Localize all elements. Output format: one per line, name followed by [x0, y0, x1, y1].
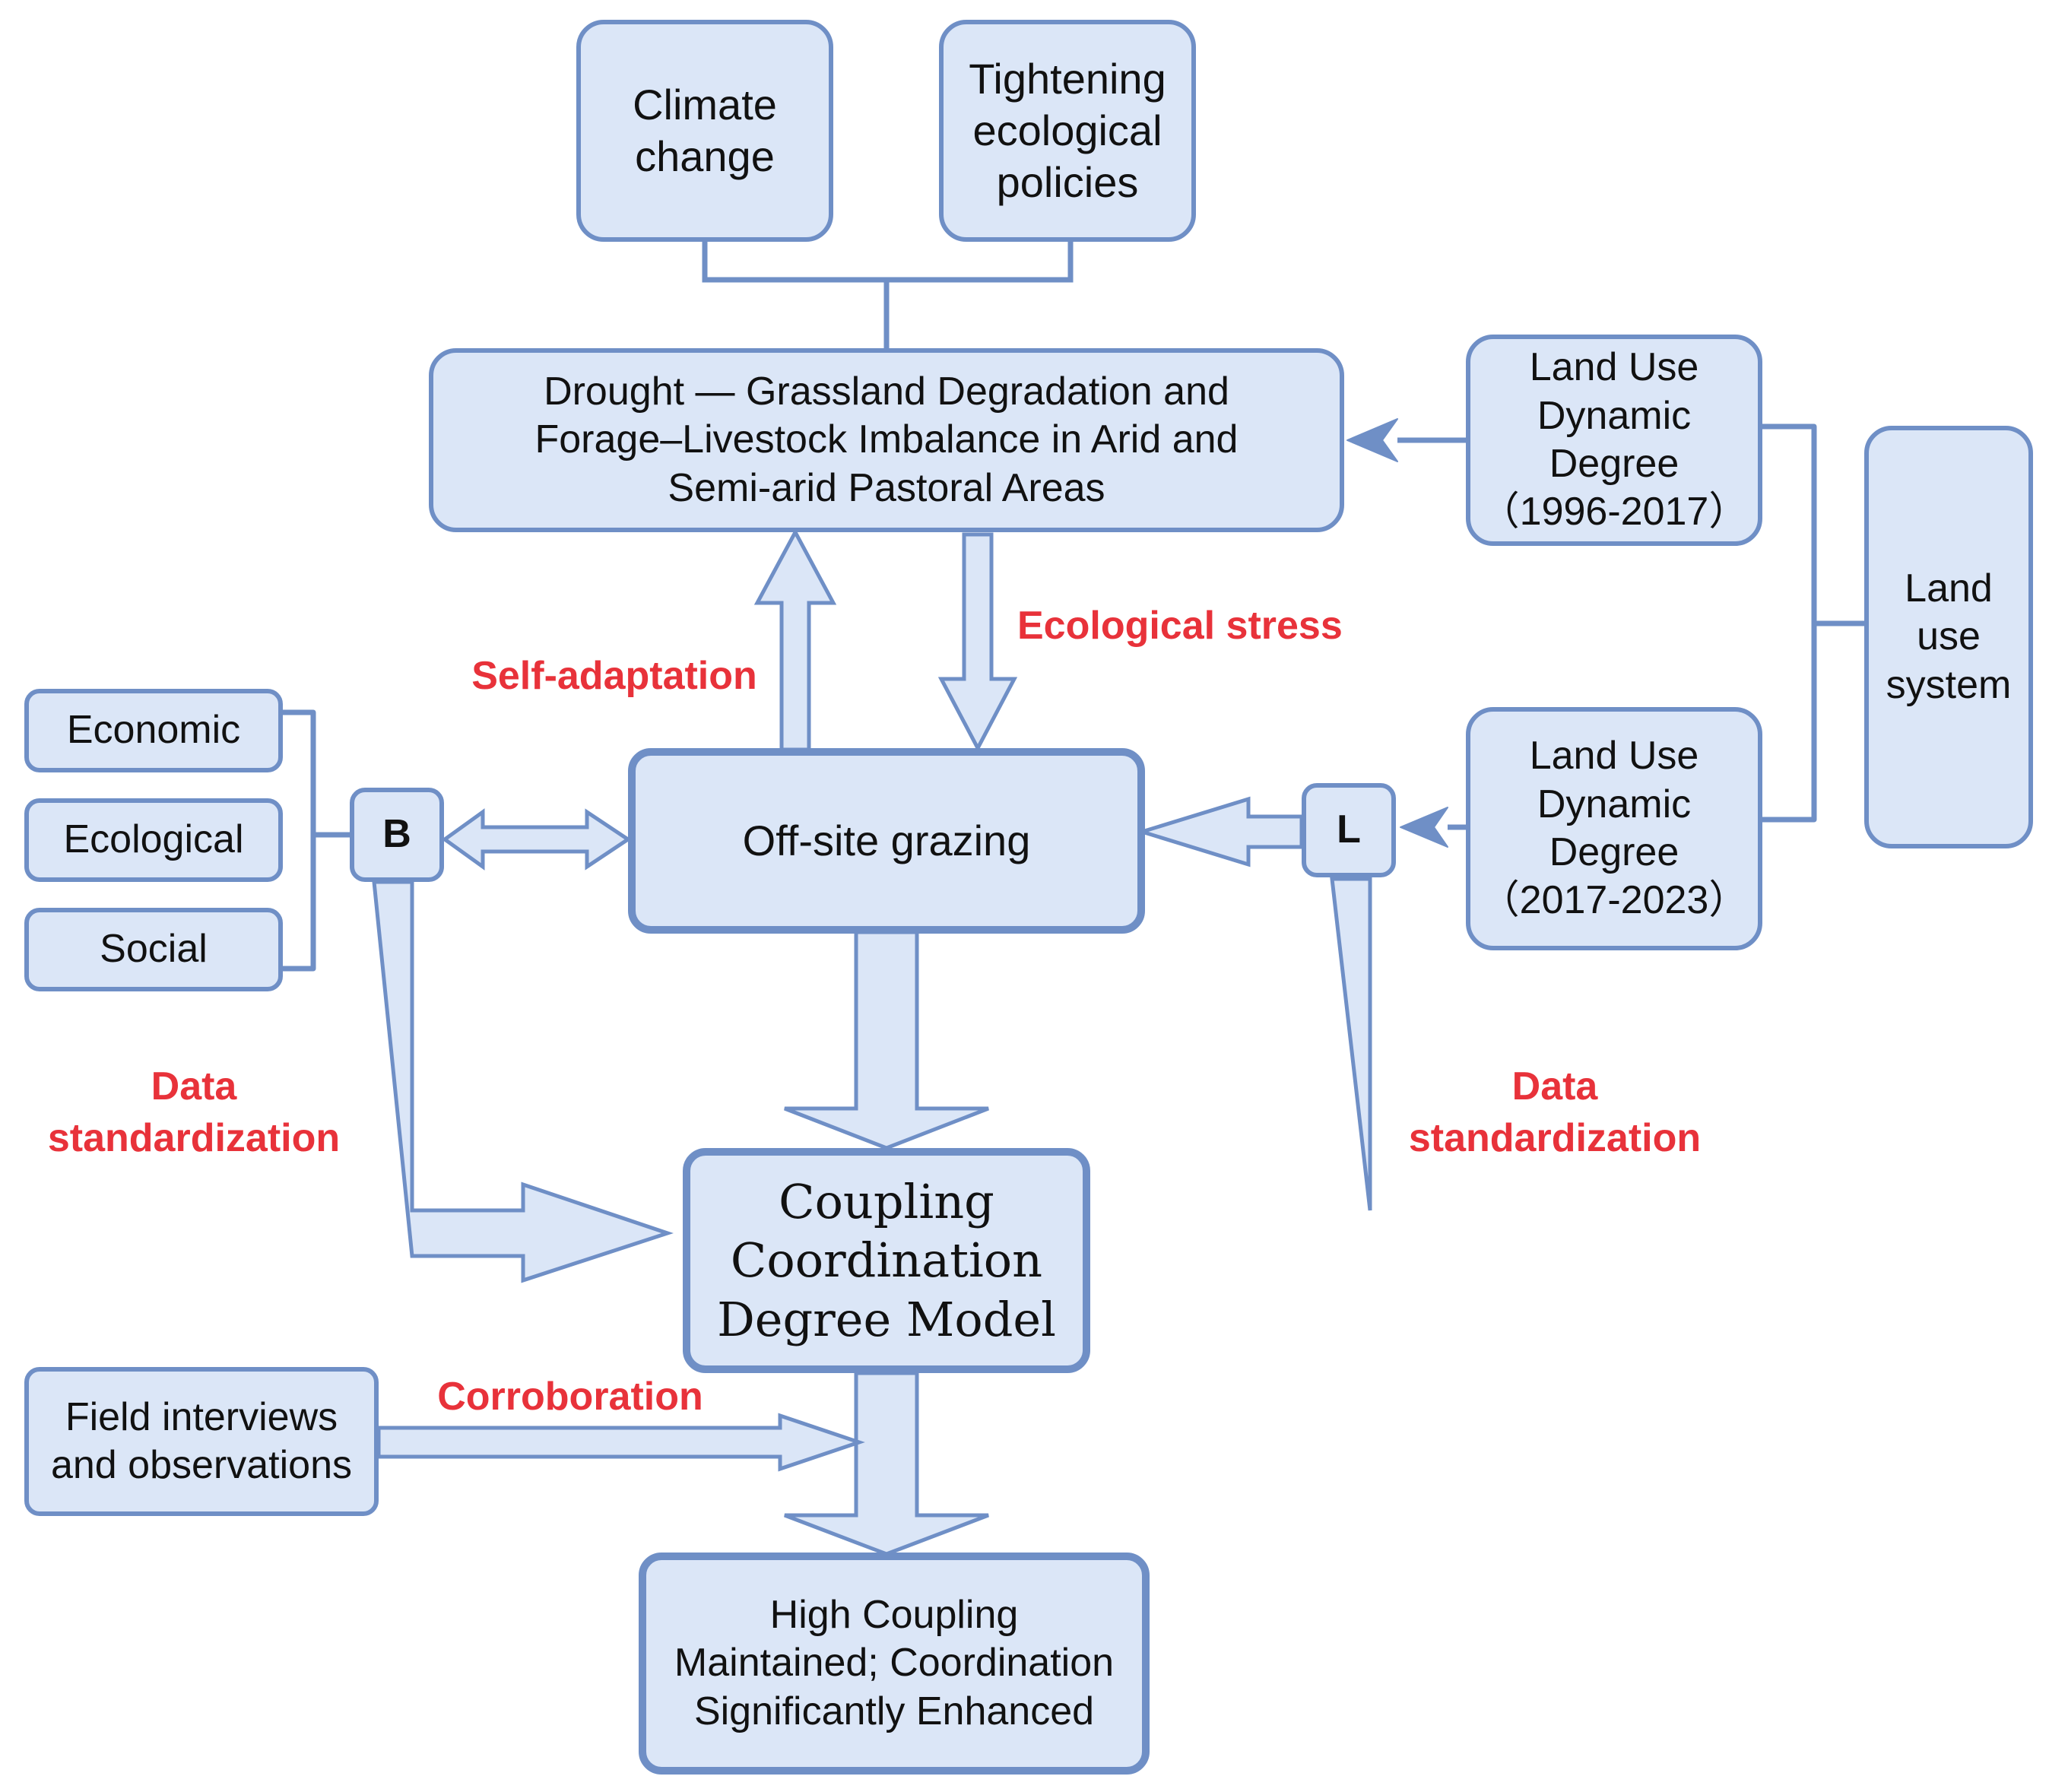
ecological-box: Ecological: [24, 798, 283, 882]
drought-box: Drought — Grassland Degradation and Fora…: [429, 348, 1344, 532]
ccdm-box: Coupling Coordination Degree Model: [683, 1148, 1090, 1373]
corroboration-label: Corroboration: [437, 1375, 703, 1419]
b-node: B: [350, 788, 444, 882]
high-coupling-box: High Coupling Maintained; Coordination S…: [639, 1553, 1150, 1775]
l-node: L: [1302, 783, 1396, 877]
ecological-stress-label: Ecological stress: [1017, 604, 1343, 648]
field-interviews-box: Field interviews and observations: [24, 1367, 379, 1516]
land-use-system-bracket: [1762, 423, 1864, 823]
ccdm-to-result-arrow: [784, 1371, 989, 1556]
top-merge-connector: [702, 239, 1074, 348]
social-box: Social: [24, 908, 283, 991]
land-use-dynamic-1996-box: Land Use Dynamic Degree （1996-2017）: [1466, 335, 1762, 546]
l-to-grazing-arrow: [1135, 796, 1304, 867]
self-adaptation-label: Self-adaptation: [471, 654, 757, 698]
data-standardization-right-label: Data standardization: [1408, 1064, 1702, 1160]
climate-change-box: Climate change: [576, 20, 833, 242]
corroboration-arrow: [376, 1413, 865, 1472]
indicator-bracket: [283, 709, 350, 972]
land-use-1996-to-drought-arrowhead: [1346, 418, 1398, 462]
data-standardization-left-label: Data standardization: [47, 1064, 341, 1160]
tightening-policies-box: Tightening ecological policies: [939, 20, 1196, 242]
land-use-2017-to-l-arrowhead: [1400, 807, 1448, 848]
self-adaptation-arrow: [753, 528, 837, 752]
b-grazing-double-arrow: [441, 808, 632, 871]
l-to-ccdm-arrow: [1330, 877, 1372, 1211]
grazing-to-ccdm-arrow: [784, 930, 989, 1150]
land-use-system-box: Land use system: [1864, 426, 2033, 848]
ecological-stress-arrow: [937, 532, 1018, 753]
land-use-dynamic-2017-box: Land Use Dynamic Degree （2017-2023）: [1466, 707, 1762, 950]
b-to-ccdm-arrow: [372, 880, 674, 1283]
off-site-grazing-box: Off-site grazing: [628, 748, 1145, 934]
economic-box: Economic: [24, 689, 283, 772]
